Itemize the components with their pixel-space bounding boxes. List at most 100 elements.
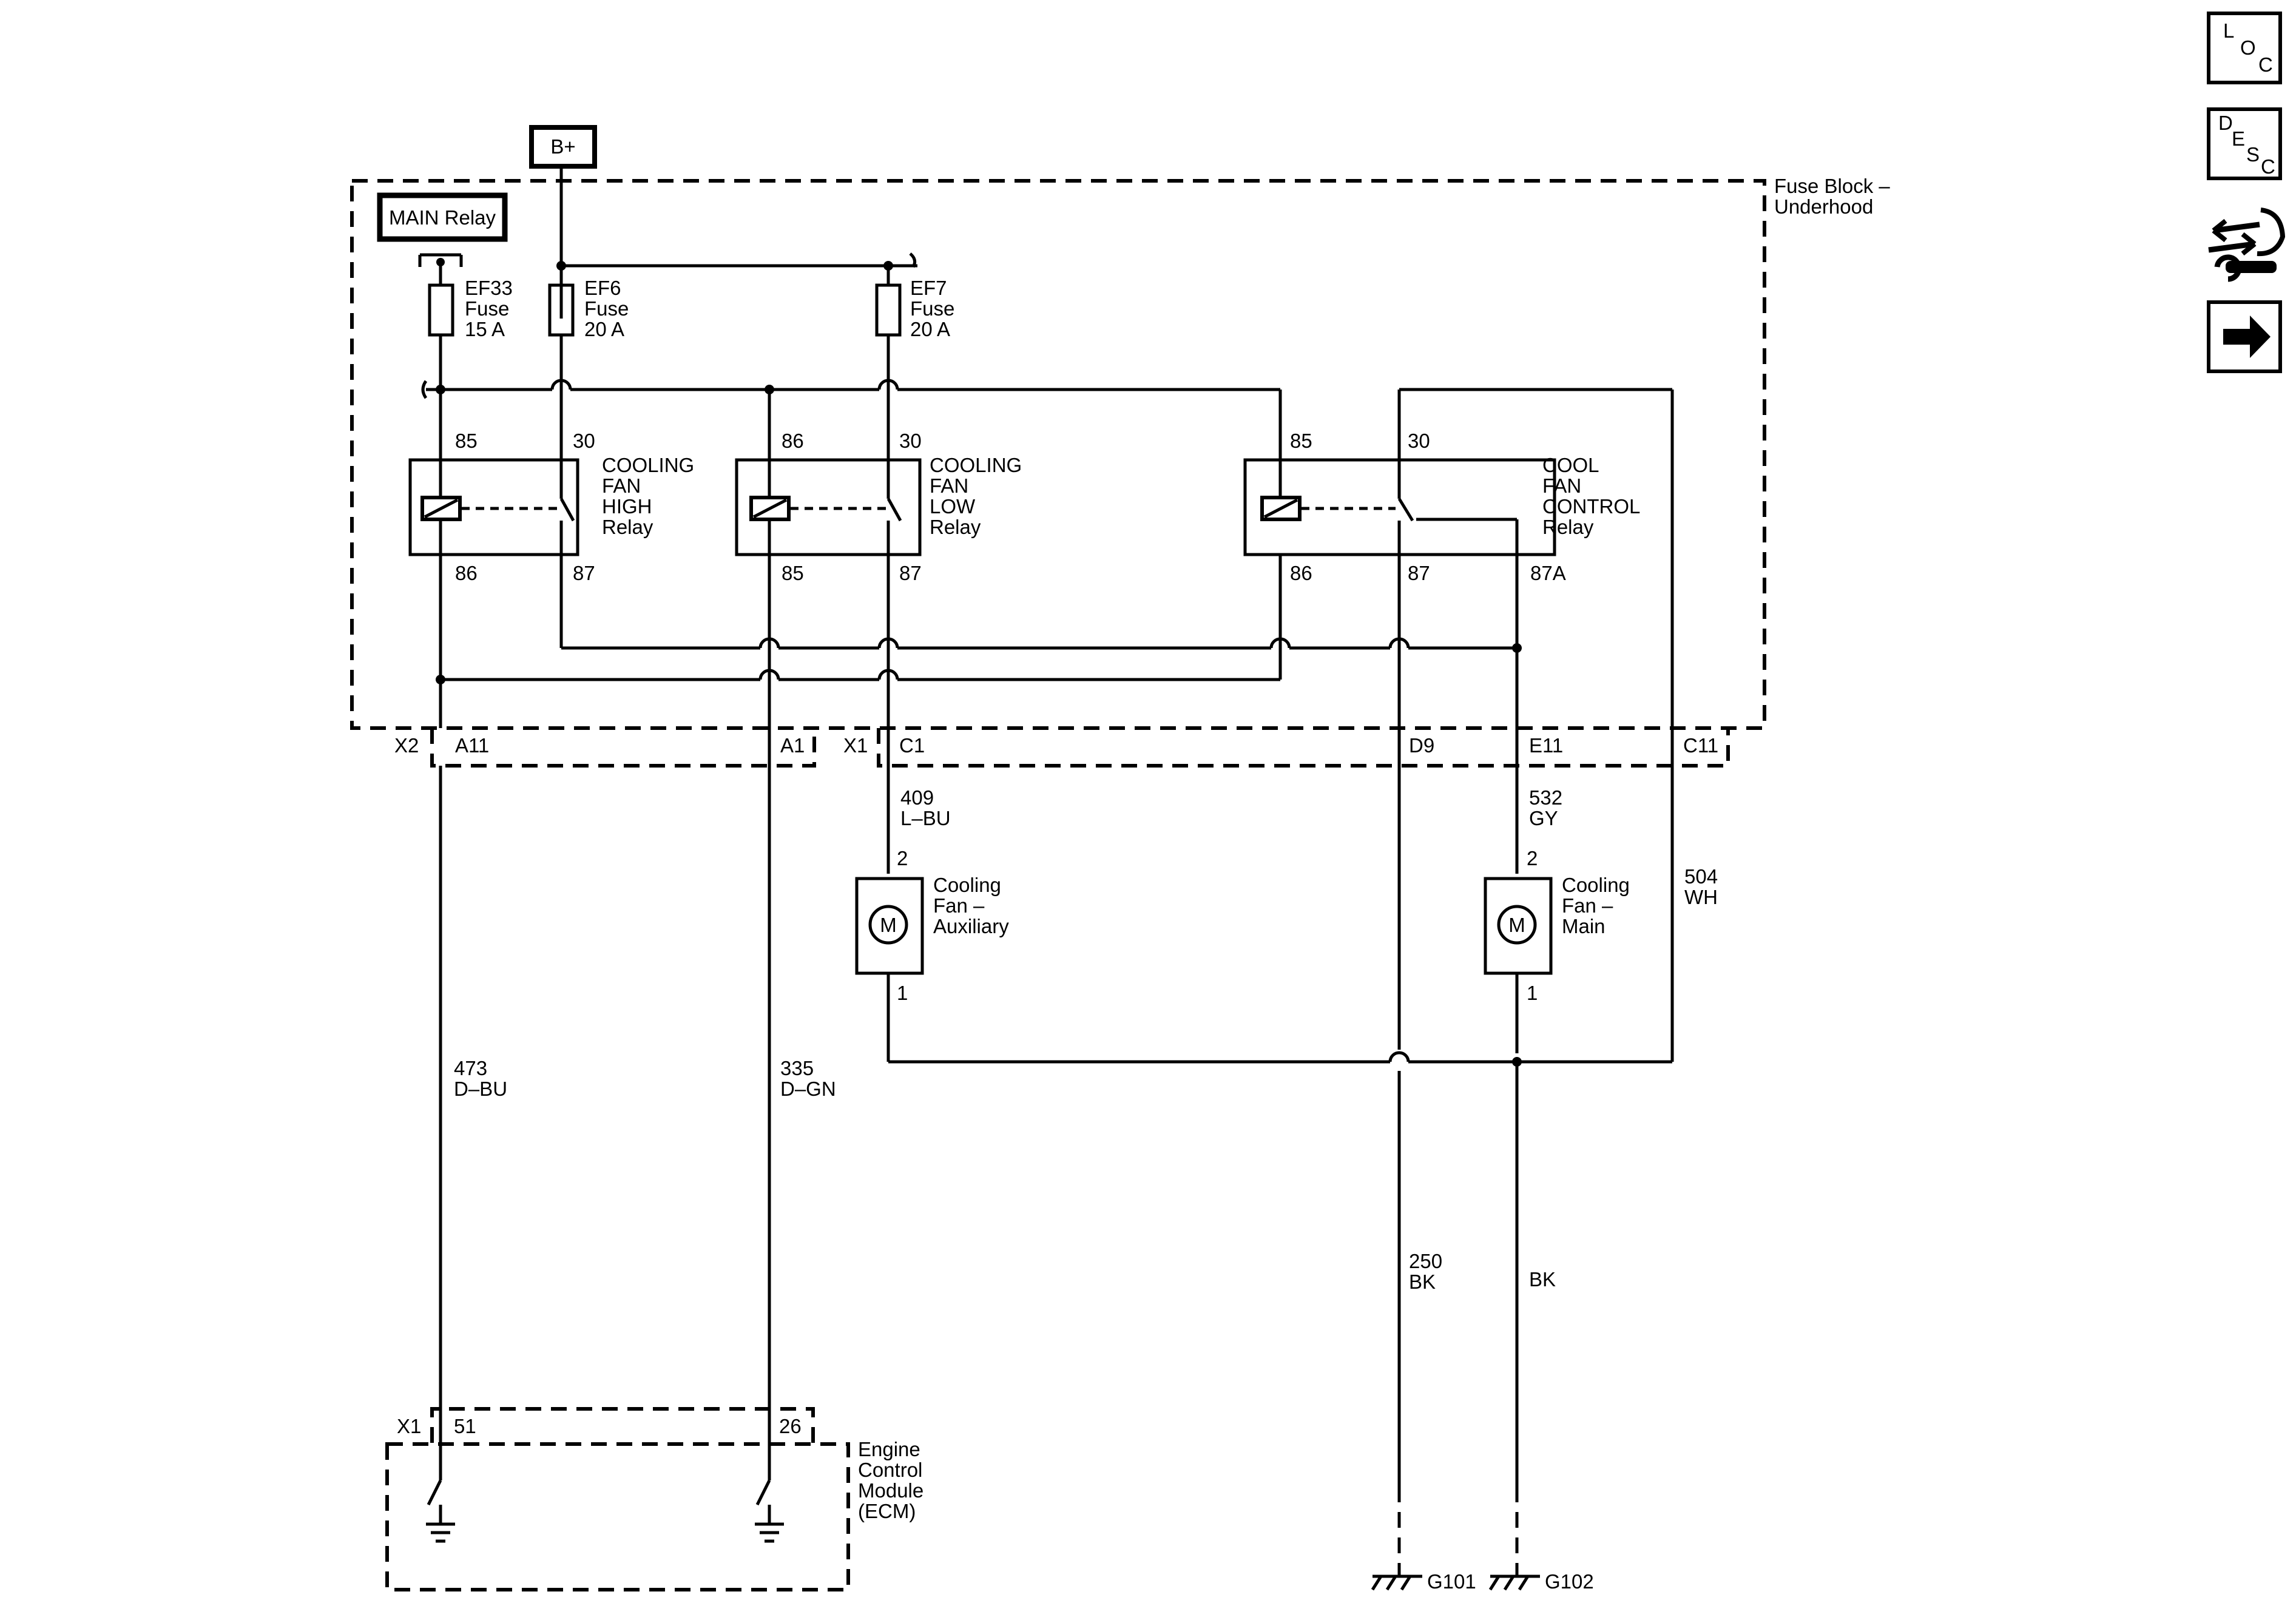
wire-504-circuit: 504 <box>1684 865 1718 888</box>
arrow-right-icon <box>2223 316 2271 358</box>
svg-text:FAN: FAN <box>930 474 968 497</box>
svg-text:X1: X1 <box>843 734 868 757</box>
wire-473-color: D–BU <box>454 1078 507 1100</box>
cool-fan-control-relay: 85 30 86 87 87A COOL FAN CONTROL Relay <box>1243 390 1640 648</box>
svg-text:15 A: 15 A <box>465 318 505 340</box>
svg-text:Fan –: Fan – <box>1562 894 1613 917</box>
svg-text:G101: G101 <box>1427 1570 1476 1593</box>
wire-250-circuit: 250 <box>1409 1250 1442 1272</box>
svg-text:X2: X2 <box>394 734 419 757</box>
ecm-connector-x1: X1 51 26 <box>397 1407 815 1443</box>
fuse-block-title-line2: Underhood <box>1774 195 1873 218</box>
ecm-low-side-driver-26 <box>755 1479 784 1543</box>
fuse-block-outline <box>350 179 1766 730</box>
svg-text:Fuse: Fuse <box>584 297 629 320</box>
svg-text:COOLING: COOLING <box>602 454 694 476</box>
svg-text:C11: C11 <box>1683 734 1718 757</box>
engine-control-module: Engine Control Module (ECM) <box>385 1438 923 1591</box>
battery-terminal-label: B+ <box>550 135 575 158</box>
svg-text:M: M <box>1508 914 1525 936</box>
wire-409-color: L–BU <box>900 807 951 829</box>
svg-text:FAN: FAN <box>602 474 641 497</box>
svg-text:85: 85 <box>1290 430 1312 452</box>
svg-text:S: S <box>2246 143 2260 166</box>
svg-text:2: 2 <box>1527 847 1538 869</box>
fuse-block-title-line1: Fuse Block – <box>1774 175 1890 197</box>
connector-x1: X1 C1 D9 E11 C11 <box>843 728 1730 768</box>
svg-text:C1: C1 <box>899 734 925 757</box>
svg-text:Relay: Relay <box>930 516 981 538</box>
wire-532-circuit: 532 <box>1529 786 1562 809</box>
svg-text:30: 30 <box>573 430 595 452</box>
svg-text:X1: X1 <box>397 1415 421 1437</box>
wire-532-color: GY <box>1529 807 1558 829</box>
svg-text:A11: A11 <box>455 734 489 757</box>
svg-text:C: C <box>2258 53 2273 76</box>
connector-wrench-icon[interactable] <box>2208 208 2286 282</box>
desc-button[interactable]: D E S C <box>2207 107 2282 180</box>
cooling-fan-high-relay: 85 30 86 87 COOLING FAN HIGH Relay <box>408 390 694 728</box>
svg-text:D: D <box>2218 112 2233 134</box>
next-page-button[interactable] <box>2207 300 2282 373</box>
wire-335-color: D–GN <box>780 1078 836 1100</box>
wire-504-color: WH <box>1684 886 1718 908</box>
svg-text:D9: D9 <box>1409 734 1434 757</box>
loc-button[interactable]: L O C <box>2207 12 2282 84</box>
svg-text:E11: E11 <box>1529 734 1563 757</box>
cooling-fan-low-relay: 86 30 85 87 COOLING FAN LOW Relay <box>735 390 1022 584</box>
svg-text:A1: A1 <box>780 734 805 757</box>
wire-335-circuit: 335 <box>780 1057 814 1079</box>
svg-text:E: E <box>2232 127 2245 150</box>
battery-terminal-box <box>529 125 597 169</box>
svg-text:EF33: EF33 <box>465 277 513 299</box>
svg-text:Main: Main <box>1562 915 1606 937</box>
svg-text:30: 30 <box>899 430 922 452</box>
svg-text:20 A: 20 A <box>910 318 950 340</box>
svg-text:Cooling: Cooling <box>933 874 1001 896</box>
svg-text:Module: Module <box>858 1479 923 1502</box>
ground-g102: G102 <box>1488 1565 1594 1593</box>
svg-text:COOL: COOL <box>1542 454 1599 476</box>
connector-x2: X2 A11 A1 <box>394 728 816 768</box>
svg-text:LOW: LOW <box>930 495 976 518</box>
svg-text:CONTROL: CONTROL <box>1542 495 1640 518</box>
svg-text:87A: 87A <box>1530 562 1566 584</box>
wire-473-circuit: 473 <box>454 1057 487 1079</box>
svg-text:G102: G102 <box>1545 1570 1594 1593</box>
svg-text:20 A: 20 A <box>584 318 624 340</box>
svg-text:Cooling: Cooling <box>1562 874 1630 896</box>
ground-g101: G101 <box>1371 1565 1476 1593</box>
fuse-ef33: EF33 Fuse 15 A <box>428 277 513 340</box>
svg-text:86: 86 <box>782 430 804 452</box>
svg-text:EF6: EF6 <box>584 277 621 299</box>
svg-text:26: 26 <box>779 1415 802 1437</box>
svg-text:87: 87 <box>899 562 922 584</box>
svg-text:M: M <box>880 914 897 936</box>
svg-text:87: 87 <box>573 562 595 584</box>
cooling-fan-main-motor: 2 M 1 Cooling Fan – Main <box>1484 847 1630 1004</box>
svg-text:C: C <box>2261 155 2275 178</box>
svg-text:30: 30 <box>1408 430 1430 452</box>
svg-text:O: O <box>2240 36 2256 59</box>
ecm-low-side-driver-51 <box>426 1479 455 1543</box>
svg-text:1: 1 <box>1527 982 1538 1004</box>
wire-250-color: BK <box>1409 1271 1436 1293</box>
main-relay-label: MAIN Relay <box>389 206 496 229</box>
svg-text:Fuse: Fuse <box>465 297 509 320</box>
svg-text:85: 85 <box>455 430 478 452</box>
wire-bk-color: BK <box>1529 1268 1556 1291</box>
svg-text:1: 1 <box>897 982 908 1004</box>
svg-text:Auxiliary: Auxiliary <box>933 915 1009 937</box>
svg-text:85: 85 <box>782 562 804 584</box>
svg-text:2: 2 <box>897 847 908 869</box>
svg-text:86: 86 <box>455 562 478 584</box>
svg-text:Control: Control <box>858 1459 922 1481</box>
svg-text:86: 86 <box>1290 562 1312 584</box>
svg-text:FAN: FAN <box>1542 474 1581 497</box>
main-relay-box <box>377 192 508 242</box>
svg-text:(ECM): (ECM) <box>858 1500 916 1522</box>
svg-text:Fuse: Fuse <box>910 297 954 320</box>
svg-text:Relay: Relay <box>1542 516 1594 538</box>
